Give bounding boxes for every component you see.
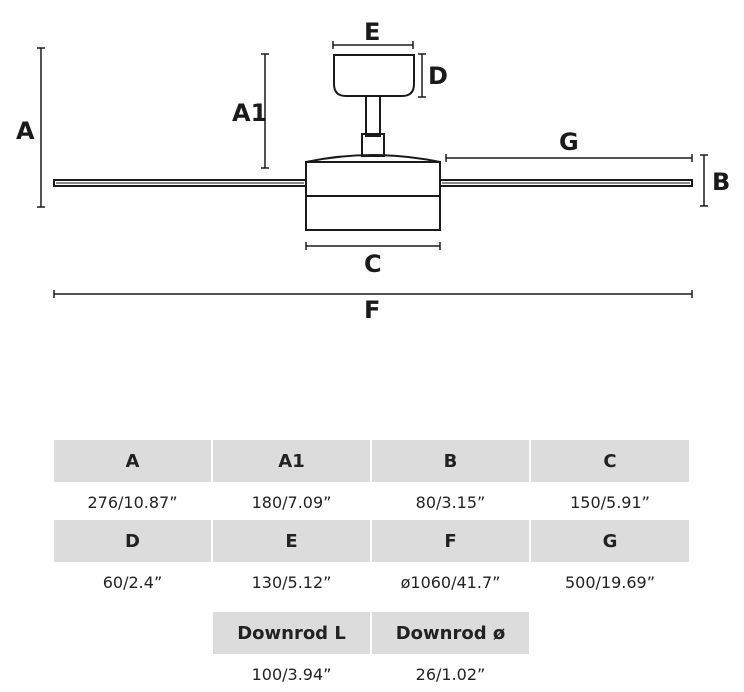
canopy (333, 54, 415, 97)
header-downrod-diameter: Downrod ø (372, 612, 529, 654)
value-B: 80/3.15” (415, 492, 486, 512)
label-C: C (364, 250, 382, 278)
header-A: A (54, 440, 211, 482)
header-C: C (531, 440, 689, 482)
value-E: 130/5.12” (251, 572, 332, 592)
value-D: 60/2.4” (102, 572, 163, 592)
header-downrod-length: Downrod L (213, 612, 370, 654)
fan-dimension-diagram: A A1 E D G B C F (16, 18, 730, 324)
value-C: 150/5.91” (570, 492, 650, 512)
label-E: E (364, 18, 380, 46)
blade-left (53, 179, 307, 187)
value-G: 500/19.69” (564, 572, 656, 592)
label-B: B (712, 168, 730, 196)
header-D: D (54, 520, 211, 562)
value-A: 276/10.87” (87, 492, 178, 512)
value-downrod-length: 100/3.94” (251, 664, 332, 684)
label-G: G (559, 128, 579, 156)
header-F: F (372, 520, 529, 562)
value-downrod-diameter: 26/1.02” (415, 664, 486, 684)
motor-cap (305, 154, 441, 163)
label-F: F (364, 296, 380, 324)
value-A1: 180/7.09” (251, 492, 332, 512)
dimensions-table: A A1 B C 276/10.87” 180/7.09” 80/3.15” 1… (54, 440, 689, 684)
label-A1: A1 (232, 99, 267, 127)
label-D: D (428, 62, 448, 90)
header-G: G (531, 520, 689, 562)
blade-right (439, 179, 693, 187)
header-A1: A1 (213, 440, 370, 482)
header-E: E (213, 520, 370, 562)
label-A: A (16, 117, 35, 145)
header-B: B (372, 440, 529, 482)
value-F: ø1060/41.7” (400, 572, 501, 592)
downrod (365, 95, 381, 137)
